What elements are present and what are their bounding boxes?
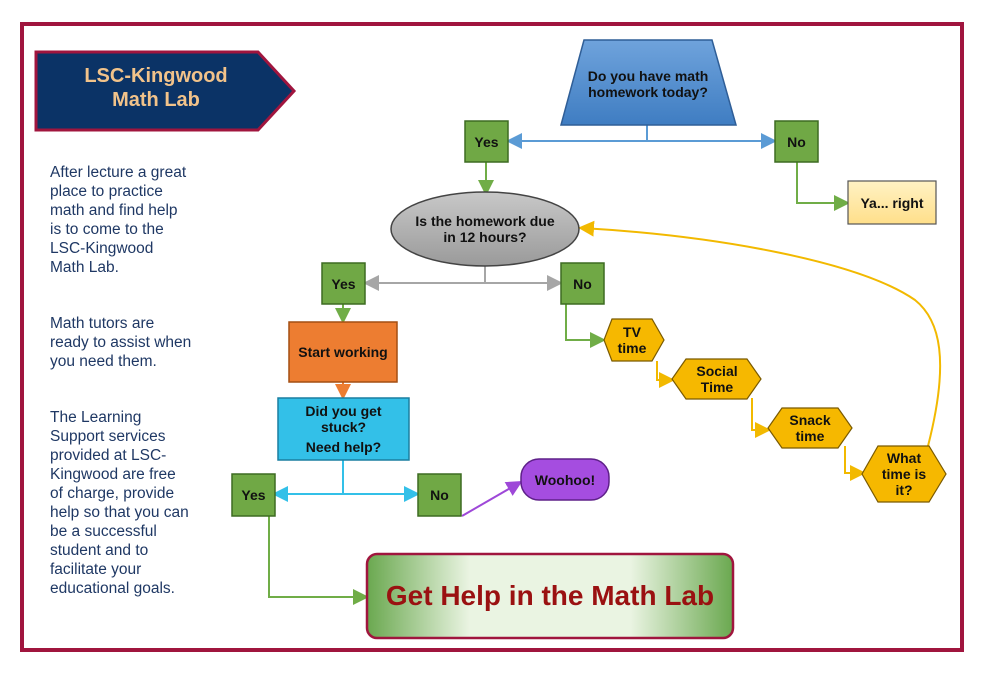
yes-label-2: Yes <box>331 275 356 292</box>
outer-frame <box>20 22 964 652</box>
no-label-1: No <box>787 133 806 150</box>
due-question-shape <box>390 191 580 267</box>
start-working-shape <box>288 321 398 383</box>
yes-box-3 <box>231 473 276 517</box>
sidebar-paragraph-1: After lecture a great place to practice … <box>50 164 187 276</box>
connector-no1-to-ya-right <box>796 162 850 211</box>
connector-snack-to-whattime <box>844 446 866 481</box>
yes-box-1 <box>464 120 509 163</box>
what-time-shape <box>861 445 947 503</box>
tv-time-shape <box>603 318 665 362</box>
stuck-question-line2: Need help? <box>305 439 382 455</box>
homework-question-label: Do you have math homework today? <box>587 68 709 100</box>
sidebar-paragraph-2: Math tutors are ready to assist when you… <box>50 315 192 370</box>
woohoo-label: Woohoo! <box>534 471 596 488</box>
banner-title: LSC-Kingwood Math Lab <box>40 64 272 112</box>
connector-social-to-snack <box>751 398 771 438</box>
connector-tv-to-social <box>656 361 675 388</box>
ya-right-shape <box>847 180 937 225</box>
connector-yes3-to-help <box>268 516 369 605</box>
what-time-label: What time is it? <box>881 450 927 498</box>
banner-title-line2: Math Lab <box>112 89 200 111</box>
connector-loop-back <box>578 220 942 447</box>
banner-shape <box>34 50 297 132</box>
banner-title-line1: LSC-Kingwood <box>84 65 228 87</box>
yes-label-1: Yes <box>474 133 499 150</box>
stuck-question-line1: Did you get stuck? <box>305 403 382 435</box>
connector-no3-to-woohoo <box>461 480 523 517</box>
stuck-question-label: Did you get stuck? Need help? <box>282 400 405 458</box>
stuck-question-shape <box>277 397 410 461</box>
due-question-label: Is the homework due in 12 hours? <box>415 213 555 245</box>
woohoo-shape <box>520 458 610 501</box>
ya-right-label: Ya... right <box>860 194 924 211</box>
social-time-shape <box>671 358 762 400</box>
yes-label-3: Yes <box>241 487 266 503</box>
sidebar-paragraph-3: The Learning Support services provided a… <box>50 409 189 597</box>
tv-time-label: TV time <box>617 324 647 356</box>
get-help-label: Get Help in the Math Lab <box>385 580 715 611</box>
homework-question-shape <box>560 39 737 126</box>
yes-box-2 <box>321 262 366 305</box>
connectors <box>268 125 942 605</box>
no-box-2 <box>560 262 605 305</box>
no-label-3: No <box>430 487 449 503</box>
no-box-1 <box>774 120 819 163</box>
social-time-label: Social Time <box>696 363 738 395</box>
no-label-2: No <box>573 275 592 292</box>
snack-time-shape <box>767 407 853 449</box>
get-help-shape <box>365 552 735 640</box>
no-box-3 <box>417 473 462 517</box>
connector-no2-to-tv <box>565 304 606 348</box>
start-working-label: Start working <box>298 344 388 360</box>
snack-time-label: Snack time <box>789 412 831 444</box>
